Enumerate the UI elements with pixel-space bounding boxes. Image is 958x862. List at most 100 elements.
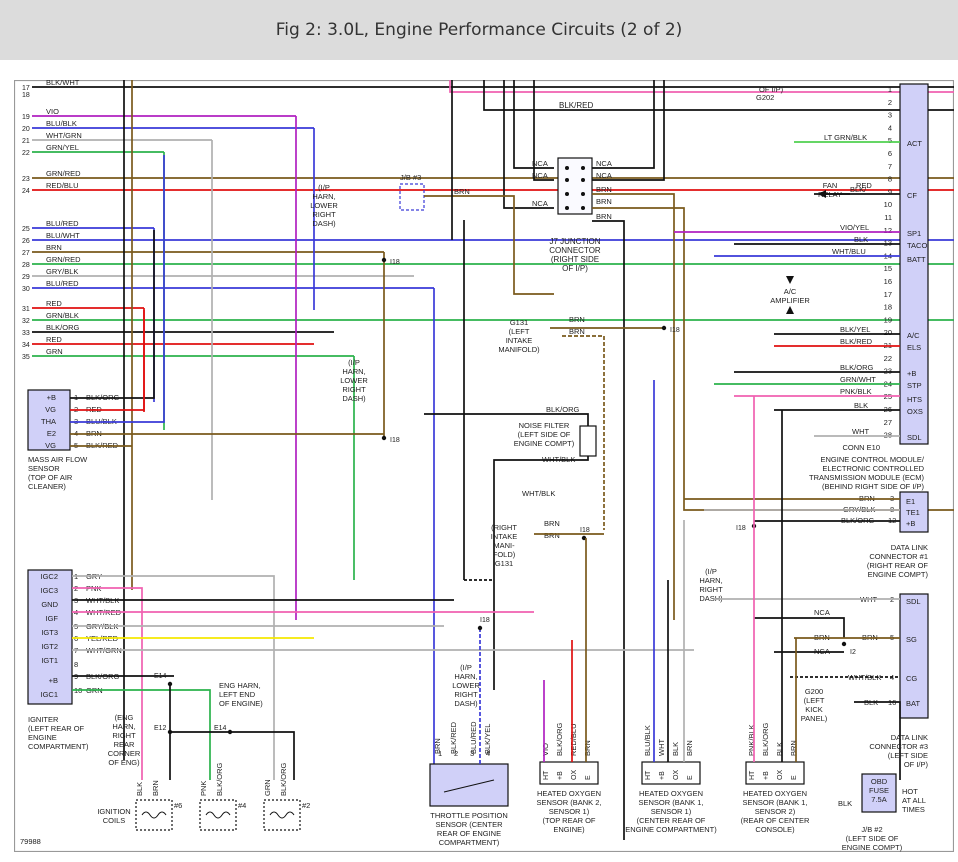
left-wire-label: BLK/WHT [46,80,80,87]
jb3-label: J/B #3 [400,173,421,182]
ho2-terminal: HT [543,770,550,780]
dlc3-label: (LEFT SIDE [888,751,928,760]
coil-wire-label: PNK [199,781,208,796]
splice-dot [381,257,387,263]
j7-wire-label: BRN [596,212,612,221]
eng-harness-label: RIGHT [112,731,136,740]
eng-harness-label: HARN, [112,722,135,731]
jb2-label: (LEFT SIDE OF [846,834,899,843]
left-pin-number: 30 [22,286,30,293]
ecm-terminal: STP [907,381,922,390]
left-wire-label: GRN/RED [46,169,81,178]
ip-harness-label: LOWER [452,681,480,690]
left-wire-label: BLU/BLK [46,119,77,128]
jb3-box [399,183,425,211]
coil-winding [269,811,295,819]
g131-label: (RIGHT [491,523,517,532]
ho2-terminal: +B [557,771,564,780]
ho2-terminal: HT [749,770,756,780]
ho2-terminal: E [687,775,694,780]
ecm-pin: 16 [884,277,892,286]
ecm-label: ENGINE CONTROL MODULE/ [821,455,925,464]
maf-label: (TOP OF AIR [28,473,73,482]
ecm-terminal: CF [907,191,917,200]
left-pin-number: 26 [22,238,30,245]
ecm-pin: 8 [888,175,892,184]
ignition-coil [199,799,237,831]
tps-wire-label: BLK/YEL [483,724,492,754]
left-wire-label: GRN/YEL [46,143,79,152]
jb2-label: J/B #2 [861,825,882,834]
dlc3-terminal: BAT [906,699,920,708]
ip-harness-label: (I/P [460,663,472,672]
ho2-label: SENSOR (BANK 1, [638,798,703,807]
left-wire-label: BLU/WHT [46,231,80,240]
j7-wire-label: NCA [596,159,612,168]
ho2-label: (CENTER REAR OF [637,816,706,825]
coil-wire-label: BLK/ORG [279,762,288,796]
coil-wire-label: BLK [135,782,144,796]
ecm-terminal: OXS [907,407,923,416]
obd-fuse-label: OBD [871,777,888,786]
splice-dot [661,325,667,331]
left-wire-label: BLU/RED [46,219,79,228]
splice-label: I18 [390,437,400,444]
maf-wire [70,310,145,411]
ecm-wire-label: BLK/RED [840,337,873,346]
igniter-wire [170,731,295,780]
j7-junction-connector [557,157,593,215]
tps-body [429,763,509,807]
igniter-terminal: IGF [46,614,59,623]
hot-at-all-times-label: AT ALL [902,796,926,805]
g131-label: (LEFT [509,327,530,336]
hot-at-all-times-label: TIMES [902,805,925,814]
ecm-pin: 15 [884,264,892,273]
ho2-wire-label: WHT [657,739,666,756]
dlc3-wire [854,701,901,780]
obd-fuse-label: 7.5A [871,795,886,804]
left-wire-label: RED [46,335,62,344]
j7-pin [565,166,569,170]
ecm-wire-label: BLK/ORG [840,363,874,372]
wire-label: BRN [569,327,585,336]
ho2-label: SENSOR (BANK 2, [536,798,601,807]
ecm-wire-label: BLK [854,401,868,410]
j7-wire-label: BRN [596,197,612,206]
left-pin-number: 33 [22,330,30,337]
j7-wire-label: NCA [532,171,548,180]
ignition-coil [135,799,173,831]
ip-harness-label: LOWER [310,201,338,210]
ecm-wire-label: WHT [852,427,869,436]
j7-pin [581,192,585,196]
left-pin-number: 34 [22,342,30,349]
j7-wire [592,80,655,169]
ecm-pin: 3 [888,111,892,120]
maf-terminal: THA [41,417,56,426]
ip-harness-label: HARN, [342,367,365,376]
ho2-label: SENSOR 2) [755,807,796,816]
left-wire-label: GRN [46,347,63,356]
igniter-label: IGNITER [28,715,59,724]
dlc3-body [899,593,929,719]
maf-terminal: VG [45,441,56,450]
ho2-label: SENSOR 1) [549,807,590,816]
ho2-terminal: OX [673,770,680,780]
g200-label: KICK [805,705,823,714]
ho2-label: (REAR OF CENTER [741,816,810,825]
ecm-pin: 27 [884,418,892,427]
ecm-wire-label: GRN/WHT [840,375,876,384]
ip-harness-label: HARN, [699,576,722,585]
ip-harness-label: (I/P [318,183,330,192]
ip-harness-label: DASH) [342,394,366,403]
ho2-terminal: OX [571,770,578,780]
dlc1-terminal: +B [906,519,915,528]
dlc1-label: (RIGHT REAR OF [867,561,929,570]
left-wire-label: BLK/ORG [46,323,80,332]
splice-label: I18 [390,259,400,266]
ecm-label: ELECTRONIC CONTROLLED [822,464,924,473]
ho2-label: ENGINE COMPARTMENT) [625,825,717,834]
eng-harness-label: OF ENG) [108,758,140,767]
left-pin-number: 24 [22,188,30,195]
dlc3-terminal: SDL [906,597,921,606]
ecm-wire-label: BLK/YEL [840,325,870,334]
